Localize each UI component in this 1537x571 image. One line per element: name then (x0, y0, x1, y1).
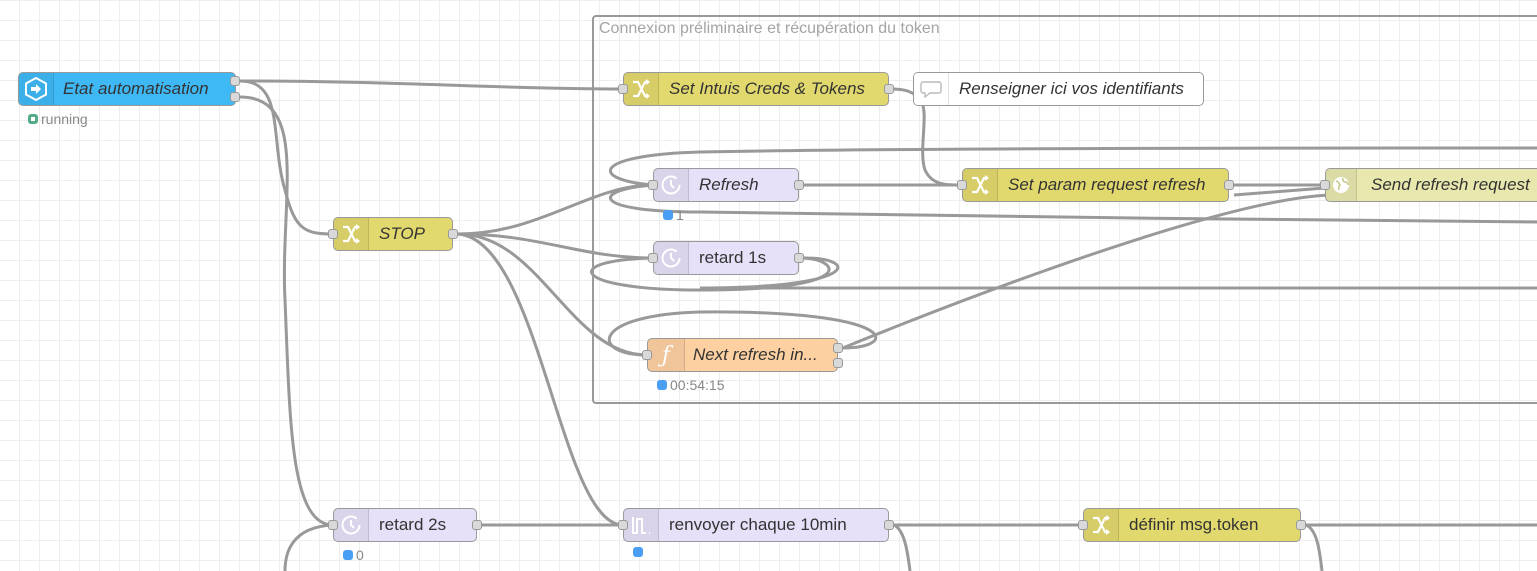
node-label: Set param request refresh (1008, 175, 1206, 194)
group-label: Connexion préliminaire et récupération d… (599, 20, 940, 37)
node-etat-automatisation[interactable]: Etat automatisation (18, 72, 236, 106)
node-label: renvoyer chaque 10min (669, 515, 847, 534)
node-definir-msg-token[interactable]: définir msg.token (1083, 508, 1301, 542)
wire (239, 79, 624, 91)
change-icon (334, 218, 369, 250)
delay-icon (334, 509, 369, 541)
wire (1305, 523, 1324, 571)
function-icon: ƒ (648, 339, 685, 371)
delay-icon (654, 169, 689, 201)
delay-icon (654, 242, 689, 274)
node-comment[interactable]: Renseigner ici vos identifiants (913, 72, 1204, 106)
input-port[interactable] (1320, 180, 1330, 190)
node-refresh[interactable]: Refresh (653, 168, 799, 202)
input-port[interactable] (648, 253, 658, 263)
status-ring-icon (28, 114, 38, 124)
node-status: 00:54:15 (657, 377, 725, 393)
node-send-refresh-request[interactable]: Send refresh request (1325, 168, 1537, 202)
node-label: Send refresh request (1371, 175, 1530, 194)
inject-icon (19, 73, 54, 105)
node-set-param-request-refresh[interactable]: Set param request refresh (962, 168, 1229, 202)
output-port[interactable] (884, 84, 894, 94)
node-label: Etat automatisation (63, 79, 209, 98)
node-next-refresh[interactable]: ƒ Next refresh in... (647, 338, 838, 372)
node-status: running (28, 111, 88, 127)
node-status: 1 (663, 207, 684, 223)
wire (239, 79, 334, 236)
node-label: STOP (379, 224, 425, 243)
node-status: 0 (343, 547, 364, 563)
change-icon (624, 73, 659, 105)
node-label: définir msg.token (1129, 515, 1259, 534)
node-retard-1s[interactable]: retard 1s (653, 241, 799, 275)
input-port[interactable] (642, 350, 652, 360)
status-dot-icon (663, 210, 673, 220)
output-port[interactable] (448, 229, 458, 239)
input-port[interactable] (957, 180, 967, 190)
change-icon (1084, 509, 1119, 541)
output-port[interactable] (1224, 180, 1234, 190)
output-port[interactable] (794, 253, 804, 263)
node-retard-2s[interactable]: retard 2s (333, 508, 477, 542)
node-label: Set Intuis Creds & Tokens (669, 79, 865, 98)
globe-icon (1326, 169, 1357, 201)
node-label: Next refresh in... (693, 345, 818, 364)
input-port[interactable] (328, 520, 338, 530)
node-label: retard 1s (699, 248, 767, 267)
output-port[interactable] (1296, 520, 1306, 530)
node-label: Refresh (699, 175, 759, 194)
node-set-intuis-creds[interactable]: Set Intuis Creds & Tokens (623, 72, 889, 106)
output-port[interactable] (794, 180, 804, 190)
comment-icon (914, 73, 949, 105)
input-port[interactable] (1078, 520, 1088, 530)
node-label: Renseigner ici vos identifiants (959, 79, 1184, 98)
status-dot-icon (343, 550, 353, 560)
wire (283, 523, 334, 571)
node-status (633, 547, 646, 557)
trigger-icon (624, 509, 659, 541)
node-renvoyer-chaque-10min[interactable]: renvoyer chaque 10min (623, 508, 889, 542)
input-port[interactable] (328, 229, 338, 239)
input-port[interactable] (618, 84, 628, 94)
output-port[interactable] (884, 520, 894, 530)
change-icon (963, 169, 998, 201)
wire (893, 523, 912, 571)
output-port[interactable] (230, 76, 240, 86)
node-stop[interactable]: STOP (333, 217, 453, 251)
output-port[interactable] (230, 92, 240, 102)
output-port[interactable] (472, 520, 482, 530)
node-label: retard 2s (379, 515, 447, 534)
status-dot-icon (657, 380, 667, 390)
output-port[interactable] (833, 358, 843, 368)
status-dot-icon (633, 547, 643, 557)
wire (239, 95, 334, 527)
input-port[interactable] (618, 520, 628, 530)
input-port[interactable] (648, 180, 658, 190)
output-port[interactable] (833, 343, 843, 353)
